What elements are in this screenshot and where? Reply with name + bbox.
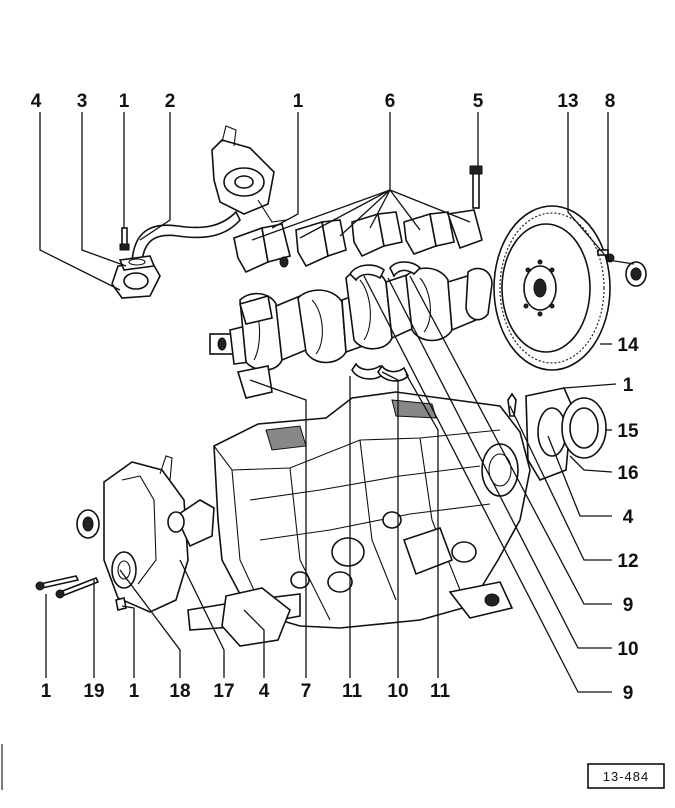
callout-1-right: 1 <box>623 375 634 396</box>
bolt-pickup <box>119 227 130 251</box>
callout-19-bottom: 19 <box>83 681 104 702</box>
callout-1-top-left: 1 <box>119 91 130 112</box>
rear-seal-flange <box>507 387 573 481</box>
callout-4-right: 4 <box>623 507 634 528</box>
callout-10-bottom: 10 <box>387 681 408 702</box>
callout-2-top: 2 <box>165 91 176 112</box>
callout-8-top: 8 <box>605 91 616 112</box>
oil-pickup-tube <box>131 125 287 263</box>
callout-11-bottom-2: 11 <box>430 681 451 702</box>
callout-4-bottom: 4 <box>259 681 270 702</box>
callout-12-right: 12 <box>617 551 638 572</box>
bolt-top <box>469 165 483 209</box>
callout-1-top-center: 1 <box>293 91 304 112</box>
callout-1-bottom-1: 1 <box>41 681 52 702</box>
callout-11-bottom-1: 11 <box>342 681 363 702</box>
callout-13-top: 13 <box>557 91 578 112</box>
crankshaft <box>209 267 493 371</box>
callout-9-right-1: 9 <box>623 595 634 616</box>
callout-3-top: 3 <box>77 91 88 112</box>
callout-6-top: 6 <box>385 91 396 112</box>
callout-14-right: 14 <box>617 335 639 356</box>
reference-code-box: 13-484 <box>587 763 665 789</box>
leader-lines <box>39 112 635 693</box>
callout-9-right-2: 9 <box>623 683 634 704</box>
callout-labels: 4 3 1 2 1 6 5 13 8 14 1 15 16 4 12 9 10 … <box>31 91 639 704</box>
front-oil-seal <box>76 509 100 539</box>
callout-18-bottom: 18 <box>169 681 190 702</box>
callout-5-top: 5 <box>473 91 484 112</box>
rear-oil-seal <box>561 397 607 459</box>
thrust-washers <box>348 261 422 382</box>
callout-17-bottom: 17 <box>213 681 234 702</box>
front-bolts <box>35 575 127 611</box>
flywheel <box>493 205 611 371</box>
needle-bearing <box>625 261 647 287</box>
callout-7-bottom: 7 <box>301 681 312 702</box>
pickup-flange-gasket <box>111 255 161 299</box>
reference-code: 13-484 <box>603 769 649 784</box>
callout-16-right: 16 <box>617 463 638 484</box>
callout-10-right: 10 <box>617 639 638 660</box>
front-pulley-seal <box>111 551 137 589</box>
callout-1-bottom-2: 1 <box>129 681 140 702</box>
callout-4-top-left: 4 <box>31 91 42 112</box>
callout-15-right: 15 <box>617 421 639 442</box>
